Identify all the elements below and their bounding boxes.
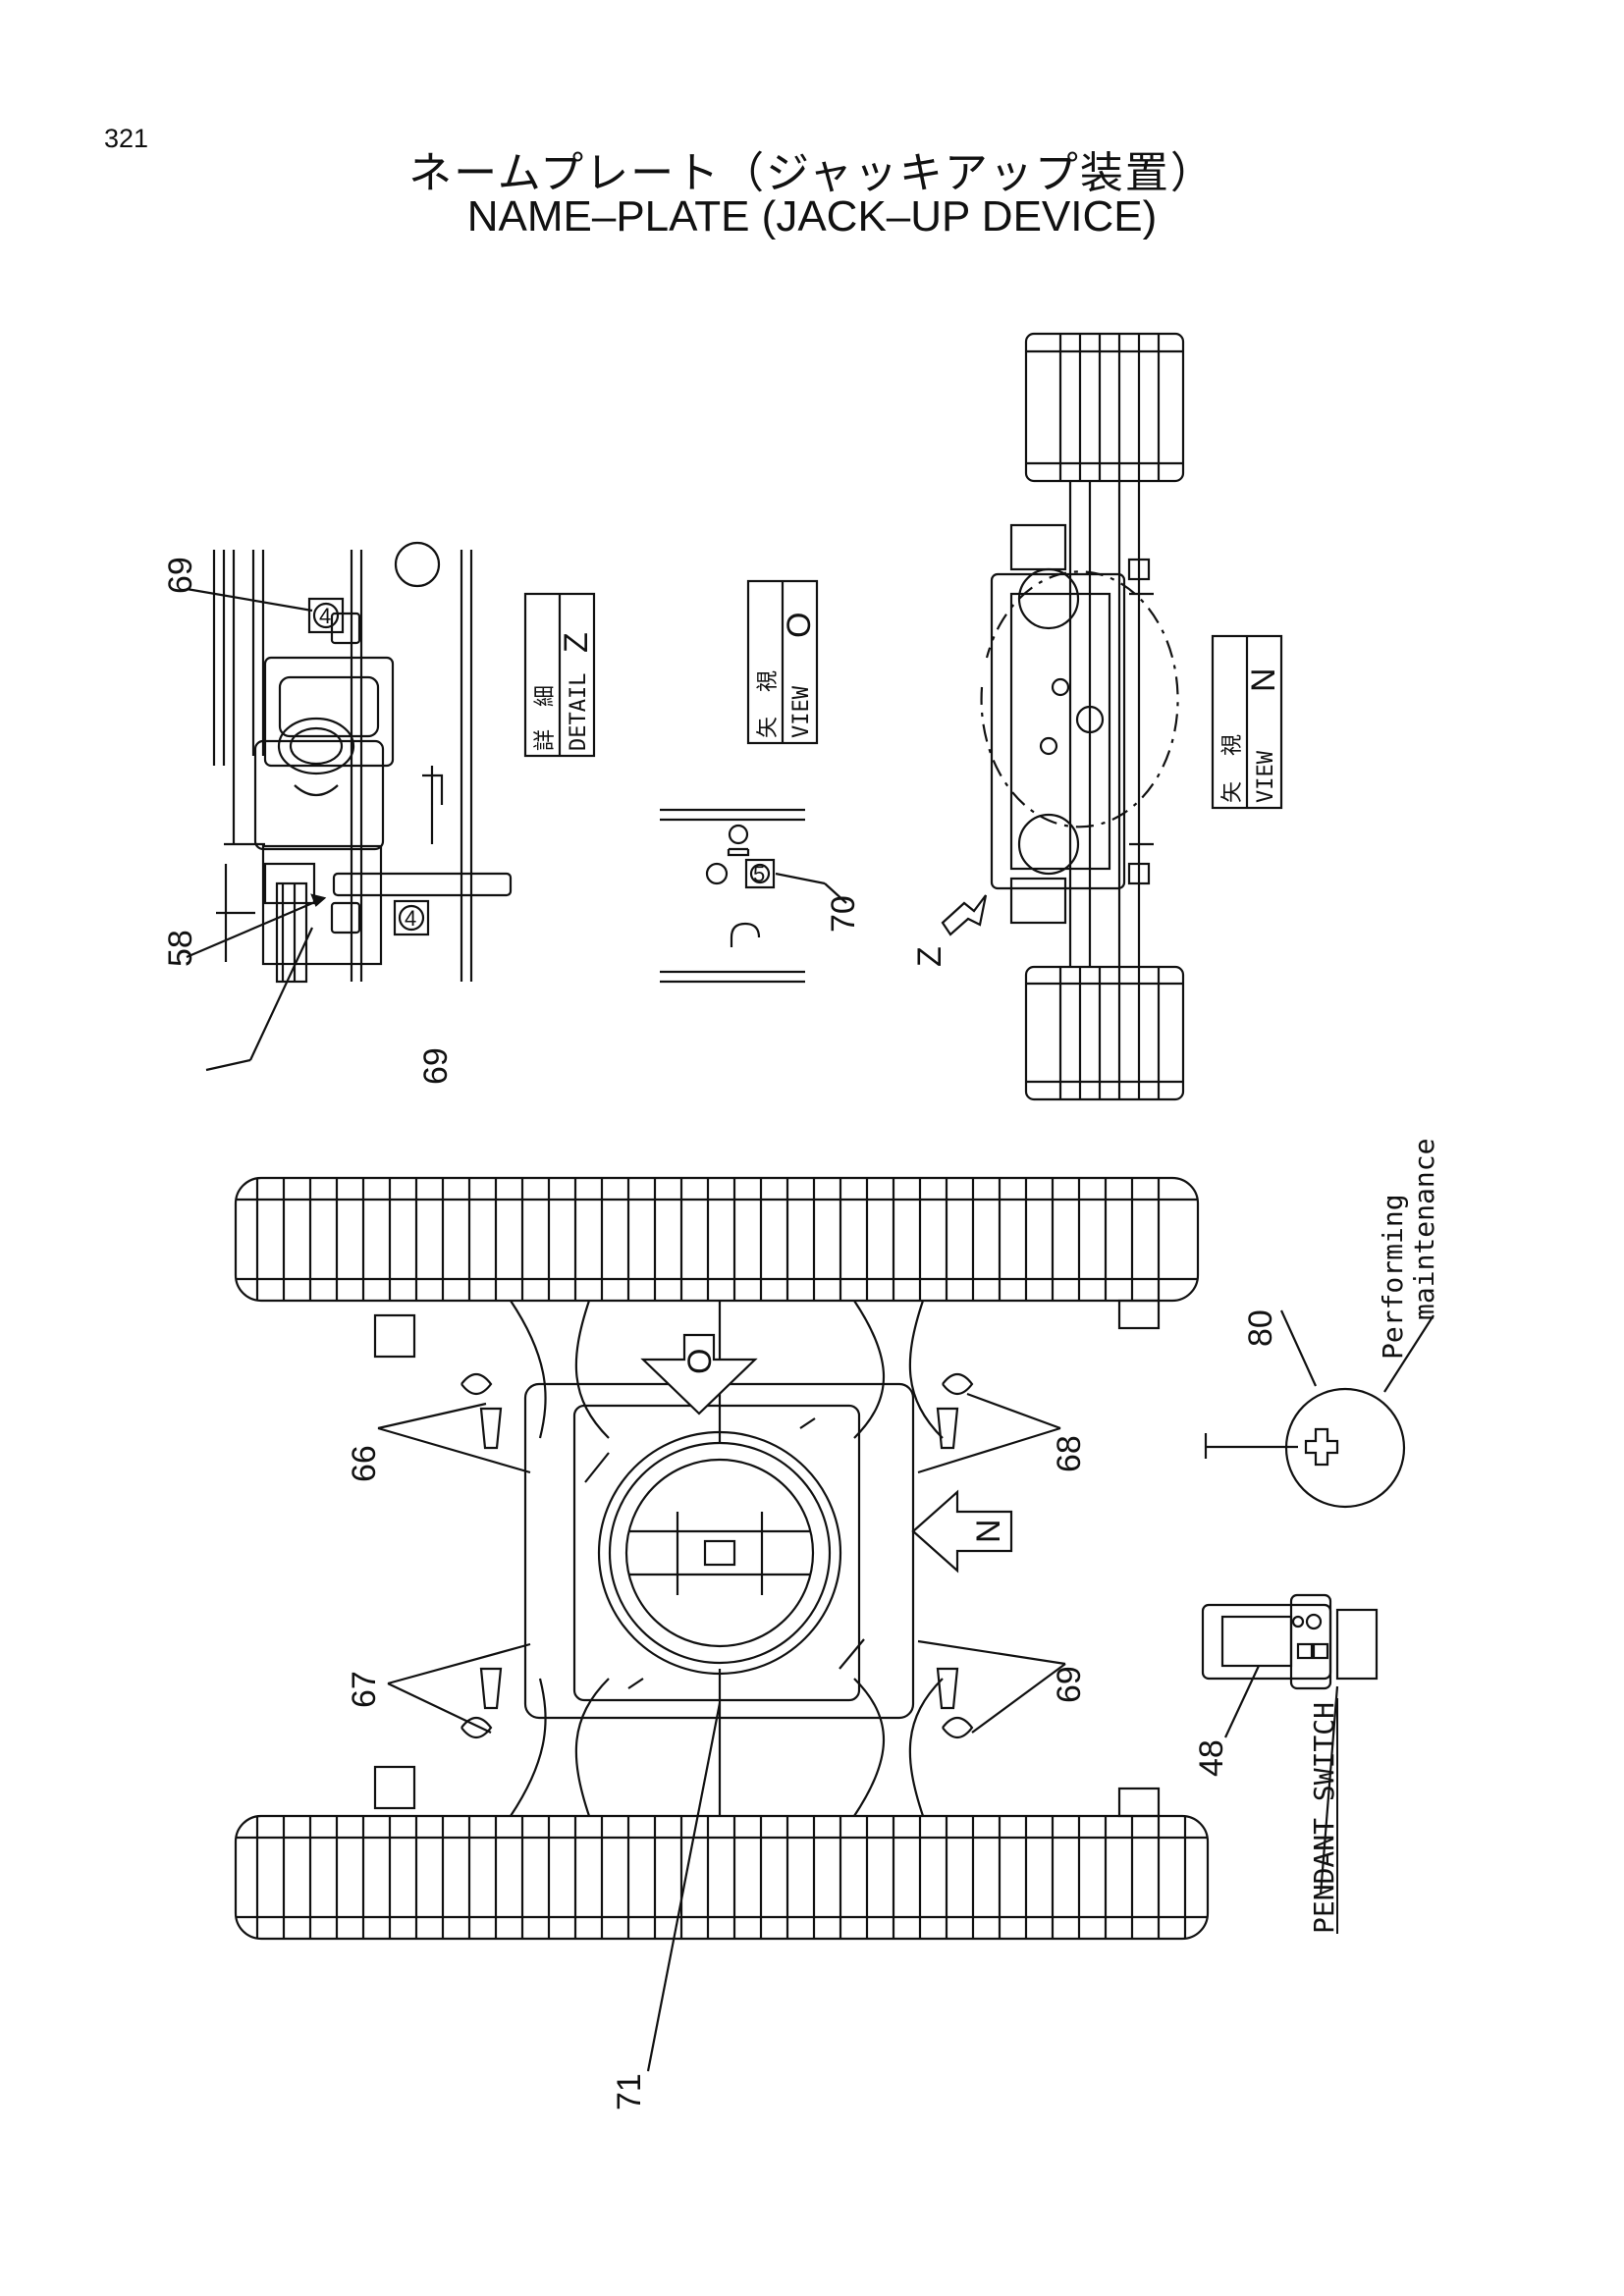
- view-n-jp-1: 矢: [1219, 781, 1244, 803]
- view-n-en: VIEW: [1254, 750, 1278, 803]
- callout-80: 80: [1242, 1309, 1279, 1347]
- callout-69-upper: 69: [162, 557, 199, 594]
- detail-letter-z: Z: [558, 632, 595, 653]
- view-n-letter: N: [1245, 667, 1282, 692]
- plate-marker-4-upper: [307, 597, 345, 634]
- callout-67: 67: [346, 1671, 383, 1708]
- view-n-drawing: [941, 332, 1185, 1101]
- plate-mark-4-upper: 4: [319, 604, 331, 628]
- callout-68: 68: [1051, 1435, 1088, 1472]
- page-title-japanese: ネームプレート（ジャッキアップ装置）: [408, 148, 1216, 198]
- plate-marker-4-lower: [393, 899, 430, 936]
- detail-jp-1: 詳: [532, 729, 557, 751]
- view-o-drawing: [660, 808, 805, 984]
- callout-70: 70: [825, 895, 862, 933]
- callout-66: 66: [346, 1445, 383, 1482]
- plate-mark-5: 5: [753, 862, 765, 886]
- page-title-english: NAME–PLATE (JACK–UP DEVICE): [466, 192, 1158, 240]
- callout-69-lower: 69: [417, 1047, 455, 1085]
- main-plan-view: [234, 1176, 1210, 1941]
- pendant-switch: [1201, 1593, 1379, 1690]
- detail-jp-2: 細: [532, 685, 557, 707]
- page-number: 321: [104, 124, 149, 153]
- callout-69-main: 69: [1051, 1666, 1088, 1703]
- detail-z-drawing: [212, 541, 513, 984]
- view-o-jp-2: 視: [755, 670, 780, 692]
- view-o-arrow: [640, 1333, 758, 1415]
- arrow-o-letter: O: [681, 1349, 719, 1374]
- callout-48: 48: [1193, 1739, 1230, 1777]
- note-pendant-switch: PENDANT SWITCH: [1308, 1702, 1340, 1934]
- view-n-jp-2: 視: [1219, 734, 1244, 756]
- arrow-z-letter: Z: [911, 946, 948, 967]
- view-o-en: VIEW: [789, 685, 814, 738]
- view-n-arrow: [911, 1489, 1013, 1574]
- note-performing: Performing: [1377, 1194, 1409, 1360]
- note-maintenance: maintenance: [1408, 1139, 1440, 1320]
- arrow-n-letter: N: [970, 1519, 1007, 1543]
- callout-58: 58: [162, 930, 199, 967]
- detail-en: DETAIL: [567, 673, 591, 751]
- plate-mark-4-lower: 4: [405, 906, 416, 931]
- performing-maintenance-plate: [1284, 1387, 1406, 1509]
- view-o-letter: O: [781, 613, 818, 638]
- callout-71: 71: [611, 2073, 648, 2110]
- view-o-jp-1: 矢: [755, 717, 780, 738]
